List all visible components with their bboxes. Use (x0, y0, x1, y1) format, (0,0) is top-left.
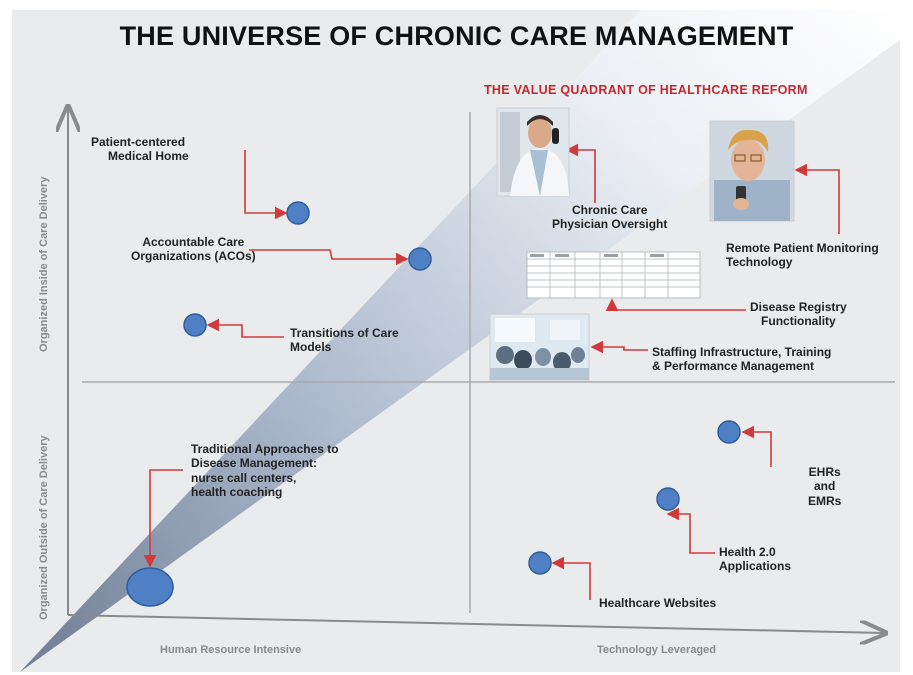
ehr-leader (741, 425, 772, 467)
toc-dot (183, 313, 207, 337)
aco-leader (249, 249, 409, 266)
chronic-care-label: Chronic Care Physician Oversight (552, 203, 668, 232)
health20-dot (656, 487, 680, 511)
x-axis-left-label: Human Resource Intensive (160, 644, 302, 656)
ehr-dot (717, 420, 741, 444)
websites-dot (528, 551, 552, 575)
traditional-leader (143, 469, 183, 568)
traditional-label: Traditional Approaches to Disease Manage… (191, 442, 339, 500)
pcmh-dot (286, 201, 310, 225)
y-axis-top-label: Organized Inside of Care Delivery (38, 176, 50, 352)
pcmh-leader (244, 150, 288, 220)
registry-leader (605, 298, 746, 312)
page-title: THE UNIVERSE OF CHRONIC CARE MANAGEMENT (119, 21, 794, 51)
quadrant-subtitle: THE VALUE QUADRANT OF HEALTHCARE REFORM (484, 83, 808, 97)
health20-label: Health 2.0 Applications (719, 545, 792, 574)
toc-label: Transitions of Care Models (290, 326, 399, 355)
remote-leader (794, 163, 840, 234)
chronic-leader (565, 143, 596, 203)
aco-dot (408, 247, 432, 271)
ehr-label: EHRs and EMRs (808, 465, 842, 508)
pcmh-label: Patient-centered Medical Home (91, 135, 189, 164)
value-beam-sheen (20, 10, 900, 672)
websites-leader (551, 556, 591, 600)
y-axis-bottom-label: Organized Outside of Care Delivery (38, 435, 50, 620)
physician-on-phone-photo (496, 107, 570, 197)
health20-leader (666, 507, 715, 554)
x-axis-right-label: Technology Leveraged (597, 644, 716, 656)
remote-monitoring-label: Remote Patient Monitoring Technology (726, 241, 879, 270)
staffing-label: Staffing Infrastructure, Training & Perf… (652, 345, 832, 374)
traditional-dot (126, 567, 174, 607)
registry-label: Disease Registry Functionality (750, 300, 847, 329)
x-axis (67, 614, 884, 633)
training-room-photo (489, 313, 590, 381)
elderly-woman-with-phone-photo (709, 120, 795, 222)
aco-label: Accountable Care Organizations (ACOs) (131, 235, 256, 264)
staffing-leader (590, 340, 648, 354)
registry-table-thumbnail (526, 251, 701, 299)
websites-label: Healthcare Websites (599, 596, 717, 610)
toc-leader (206, 318, 284, 338)
